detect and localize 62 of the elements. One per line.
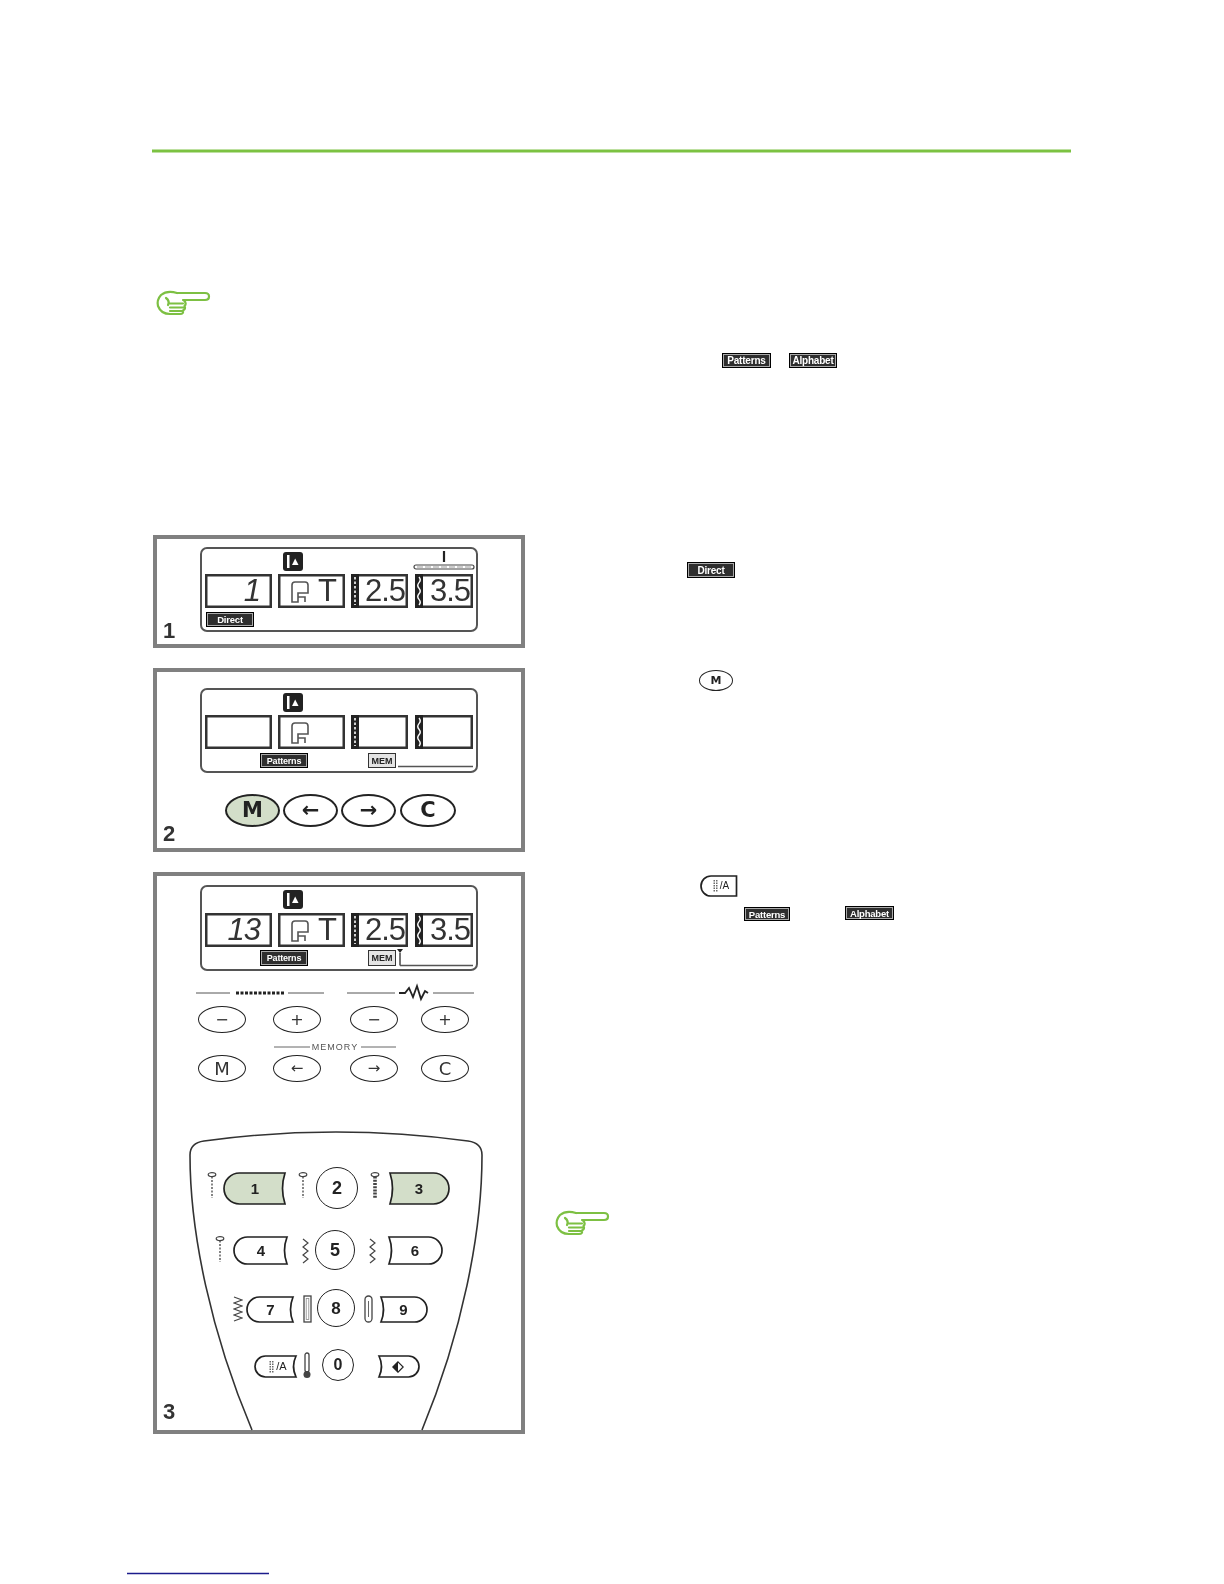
figure-number: 1 <box>163 620 176 642</box>
pattern-key: 7 <box>246 1296 295 1323</box>
lcd-digits: 1 <box>243 574 260 608</box>
mode-indicator: Direct <box>687 562 735 578</box>
mode-indicator: Direct <box>206 612 254 627</box>
mode-indicator: Patterns <box>260 950 308 966</box>
lcd-field <box>205 574 272 608</box>
figure-number: 2 <box>163 823 176 845</box>
lcd-field <box>351 913 408 947</box>
lcd-digits: 3.5 <box>429 574 470 608</box>
lcd-field <box>351 574 408 608</box>
lcd-field <box>415 913 473 947</box>
mode-indicator: Patterns <box>722 353 771 368</box>
panel-button: − <box>350 1006 398 1033</box>
panel-button: → <box>341 794 396 827</box>
lcd-field <box>278 913 345 947</box>
panel-button: − <box>198 1006 246 1033</box>
panel-button: C <box>400 794 456 827</box>
lcd-digits: 2.5 <box>364 913 405 947</box>
figure-number: 3 <box>163 1401 176 1423</box>
mode-indicator: Patterns <box>260 753 308 768</box>
lcd-field <box>415 715 473 749</box>
pattern-key: /A <box>254 1355 298 1378</box>
lcd-digits: 3.5 <box>429 913 470 947</box>
pattern-key: 1 <box>223 1172 287 1205</box>
figure-panel <box>153 872 525 1434</box>
lcd-field <box>278 715 345 749</box>
panel-button: C <box>421 1055 469 1082</box>
pattern-key: 4 <box>233 1236 289 1265</box>
section-label: MEMORY <box>310 1041 360 1053</box>
mode-indicator: Patterns <box>744 907 790 921</box>
lcd-display <box>200 885 478 971</box>
lcd-digits: 13 <box>227 913 260 947</box>
panel-button: ← <box>273 1055 321 1082</box>
mode-indicator: MEM <box>368 950 396 966</box>
panel-button: + <box>421 1006 469 1033</box>
panel-button: + <box>273 1006 321 1033</box>
pattern-key <box>377 1355 420 1378</box>
lcd-field <box>351 715 408 749</box>
lcd-digits: T <box>318 574 336 608</box>
mode-indicator: Alphabet <box>845 906 894 920</box>
lcd-field <box>415 574 473 608</box>
lcd-display <box>200 688 478 773</box>
pattern-key: 6 <box>387 1236 443 1265</box>
figure-panel <box>153 668 525 852</box>
mode-indicator: MEM <box>368 753 396 768</box>
panel-button: ← <box>283 794 338 827</box>
pattern-key: /A <box>700 875 738 897</box>
lcd-digits: 2.5 <box>364 574 405 608</box>
lcd-field <box>205 913 272 947</box>
pattern-key: 3 <box>388 1172 450 1205</box>
panel-button: → <box>350 1055 398 1082</box>
panel-button: M <box>225 794 280 827</box>
panel-button: M <box>699 670 733 691</box>
panel-button: M <box>198 1055 246 1082</box>
lcd-field <box>205 715 272 749</box>
mode-indicator: Alphabet <box>789 353 837 368</box>
pattern-key: 9 <box>379 1296 428 1323</box>
figure-panel <box>153 535 525 648</box>
lcd-display <box>200 547 478 632</box>
lcd-digits: T <box>318 913 336 947</box>
lcd-field <box>278 574 345 608</box>
